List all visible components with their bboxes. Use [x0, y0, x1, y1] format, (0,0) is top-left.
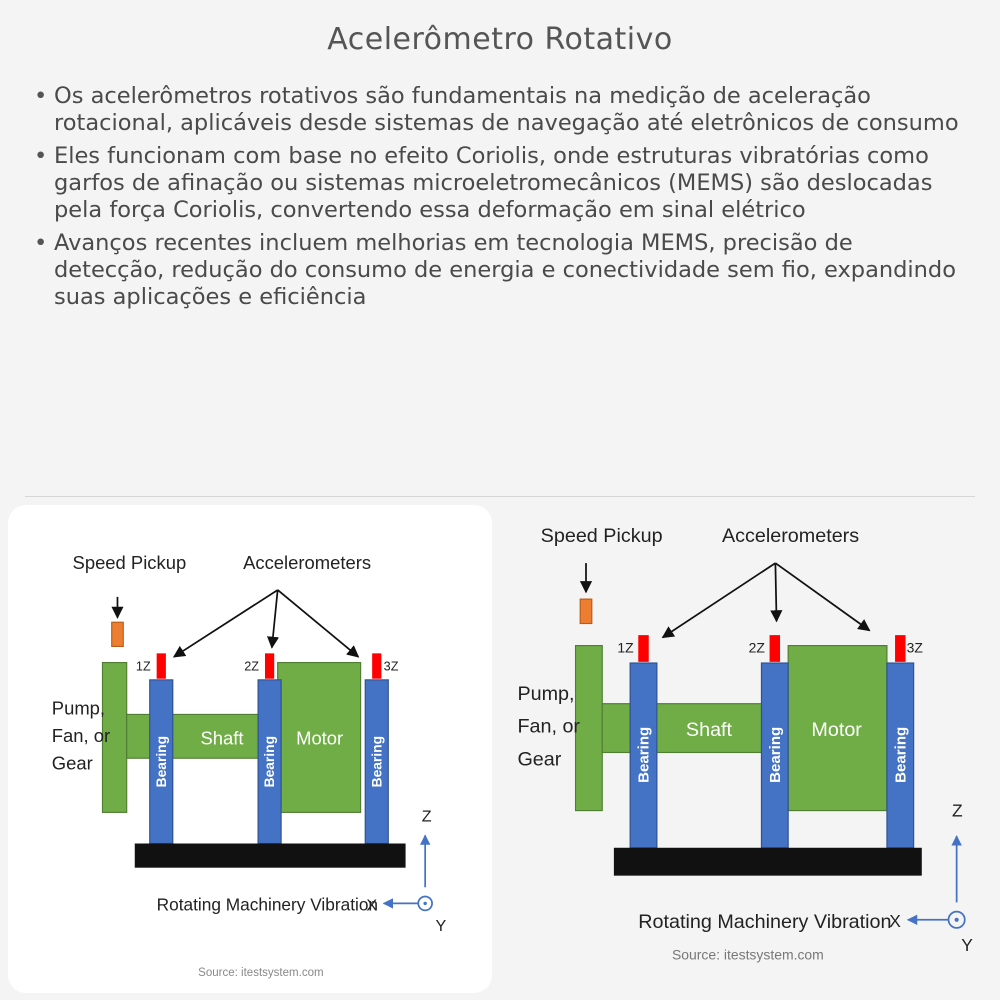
accelerometer-arrow-1: [661, 562, 776, 639]
axis-x-label: X: [366, 896, 377, 914]
motor-label: Motor: [811, 719, 862, 741]
pump-block: [574, 645, 603, 812]
bullet-list: Os acelerômetros rotativos são fundament…: [30, 83, 960, 317]
rotating-machinery-diagram: Speed Pickup Accelerometers 1Z 2Z 3Z Pum…: [52, 552, 447, 979]
diagram-caption: Rotating Machinery Vibration: [157, 894, 378, 914]
accelerometer-arrow-3: [277, 589, 360, 658]
axis-y-circle: [947, 910, 966, 929]
accelerometer-arrow-3: [774, 562, 871, 632]
bearing-label-3: Bearing: [893, 727, 910, 783]
sensor-label-2z: 2Z: [244, 660, 259, 674]
page-title: Acelerômetro Rotativo: [327, 22, 673, 57]
sensor-label-2z: 2Z: [749, 640, 766, 656]
sensor-label-3z: 3Z: [384, 660, 399, 674]
accelerometer-arrow-1: [172, 589, 279, 658]
diagram-panel-left: Speed Pickup Accelerometers 1Z 2Z 3Z Pum…: [8, 505, 492, 993]
machine-base: [134, 843, 406, 868]
section-divider: [25, 496, 975, 497]
pump-label-line-1: Pump,: [517, 683, 574, 705]
bullet-item: Eles funcionam com base no efeito Coriol…: [30, 143, 960, 224]
diagram-caption: Rotating Machinery Vibration: [638, 911, 891, 933]
accelerometers-label: Accelerometers: [722, 525, 859, 547]
accelerometer-sensor-3: [372, 653, 382, 679]
accelerometer-sensor-1: [638, 635, 649, 662]
pump-label-line-1: Pump,: [52, 697, 105, 718]
accelerometer-sensor-2: [769, 635, 781, 662]
accelerometer-sensor-2: [264, 653, 275, 679]
sensor-label-3z: 3Z: [907, 640, 924, 656]
axis-z-label: Z: [952, 800, 963, 820]
motor: [787, 645, 888, 812]
bearing-label-3: Bearing: [368, 736, 384, 787]
accelerometer-sensor-3: [895, 635, 906, 662]
axis-y-label: Y: [961, 935, 973, 955]
axis-y-dot: [954, 917, 959, 922]
axis-x-label: X: [889, 911, 901, 931]
motor-label: Motor: [296, 727, 343, 748]
speed-pickup: [111, 621, 124, 648]
source-label: Source: itestsystem.com: [672, 946, 824, 962]
axis-z-label: Z: [422, 808, 432, 826]
shaft-label: Shaft: [200, 727, 243, 748]
axis-y-label: Y: [436, 917, 447, 935]
bearing-label-1: Bearing: [153, 736, 169, 787]
pump-label-line-2: Fan, or: [52, 725, 110, 746]
rotating-machinery-diagram: Speed Pickup Accelerometers 1Z 2Z 3Z Pum…: [517, 525, 973, 962]
pump-label-line-2: Fan, or: [517, 716, 580, 738]
accelerometer-arrow-2: [266, 589, 279, 649]
accelerometer-sensor-1: [156, 653, 166, 679]
diagram-panel-right: Speed Pickup Accelerometers 1Z 2Z 3Z Pum…: [500, 505, 995, 993]
speed-pickup-label: Speed Pickup: [73, 552, 187, 573]
shaft-label: Shaft: [686, 719, 733, 741]
speed-pickup-label: Speed Pickup: [541, 525, 663, 547]
pump-label-line-3: Gear: [517, 748, 561, 770]
axis-y-circle: [417, 895, 433, 912]
speed-pickup: [579, 598, 593, 625]
sensor-label-1z: 1Z: [617, 640, 634, 656]
accelerometers-label: Accelerometers: [243, 552, 371, 573]
machine-base: [613, 847, 922, 876]
bearing-label-2: Bearing: [767, 727, 784, 783]
pump-label-line-3: Gear: [52, 753, 93, 774]
bearing-3: [886, 662, 915, 849]
source-label: Source: itestsystem.com: [198, 967, 323, 979]
accelerometer-arrow-2: [770, 563, 783, 623]
bullet-item: Os acelerômetros rotativos são fundament…: [30, 83, 960, 137]
bullet-item: Avanços recentes incluem melhorias em te…: [30, 230, 960, 311]
sensor-label-1z: 1Z: [136, 660, 151, 674]
bearing-label-1: Bearing: [636, 727, 653, 783]
bearing-label-2: Bearing: [261, 736, 277, 787]
motor: [277, 661, 362, 813]
bearing-2: [760, 662, 789, 849]
axis-y-dot: [423, 901, 427, 906]
